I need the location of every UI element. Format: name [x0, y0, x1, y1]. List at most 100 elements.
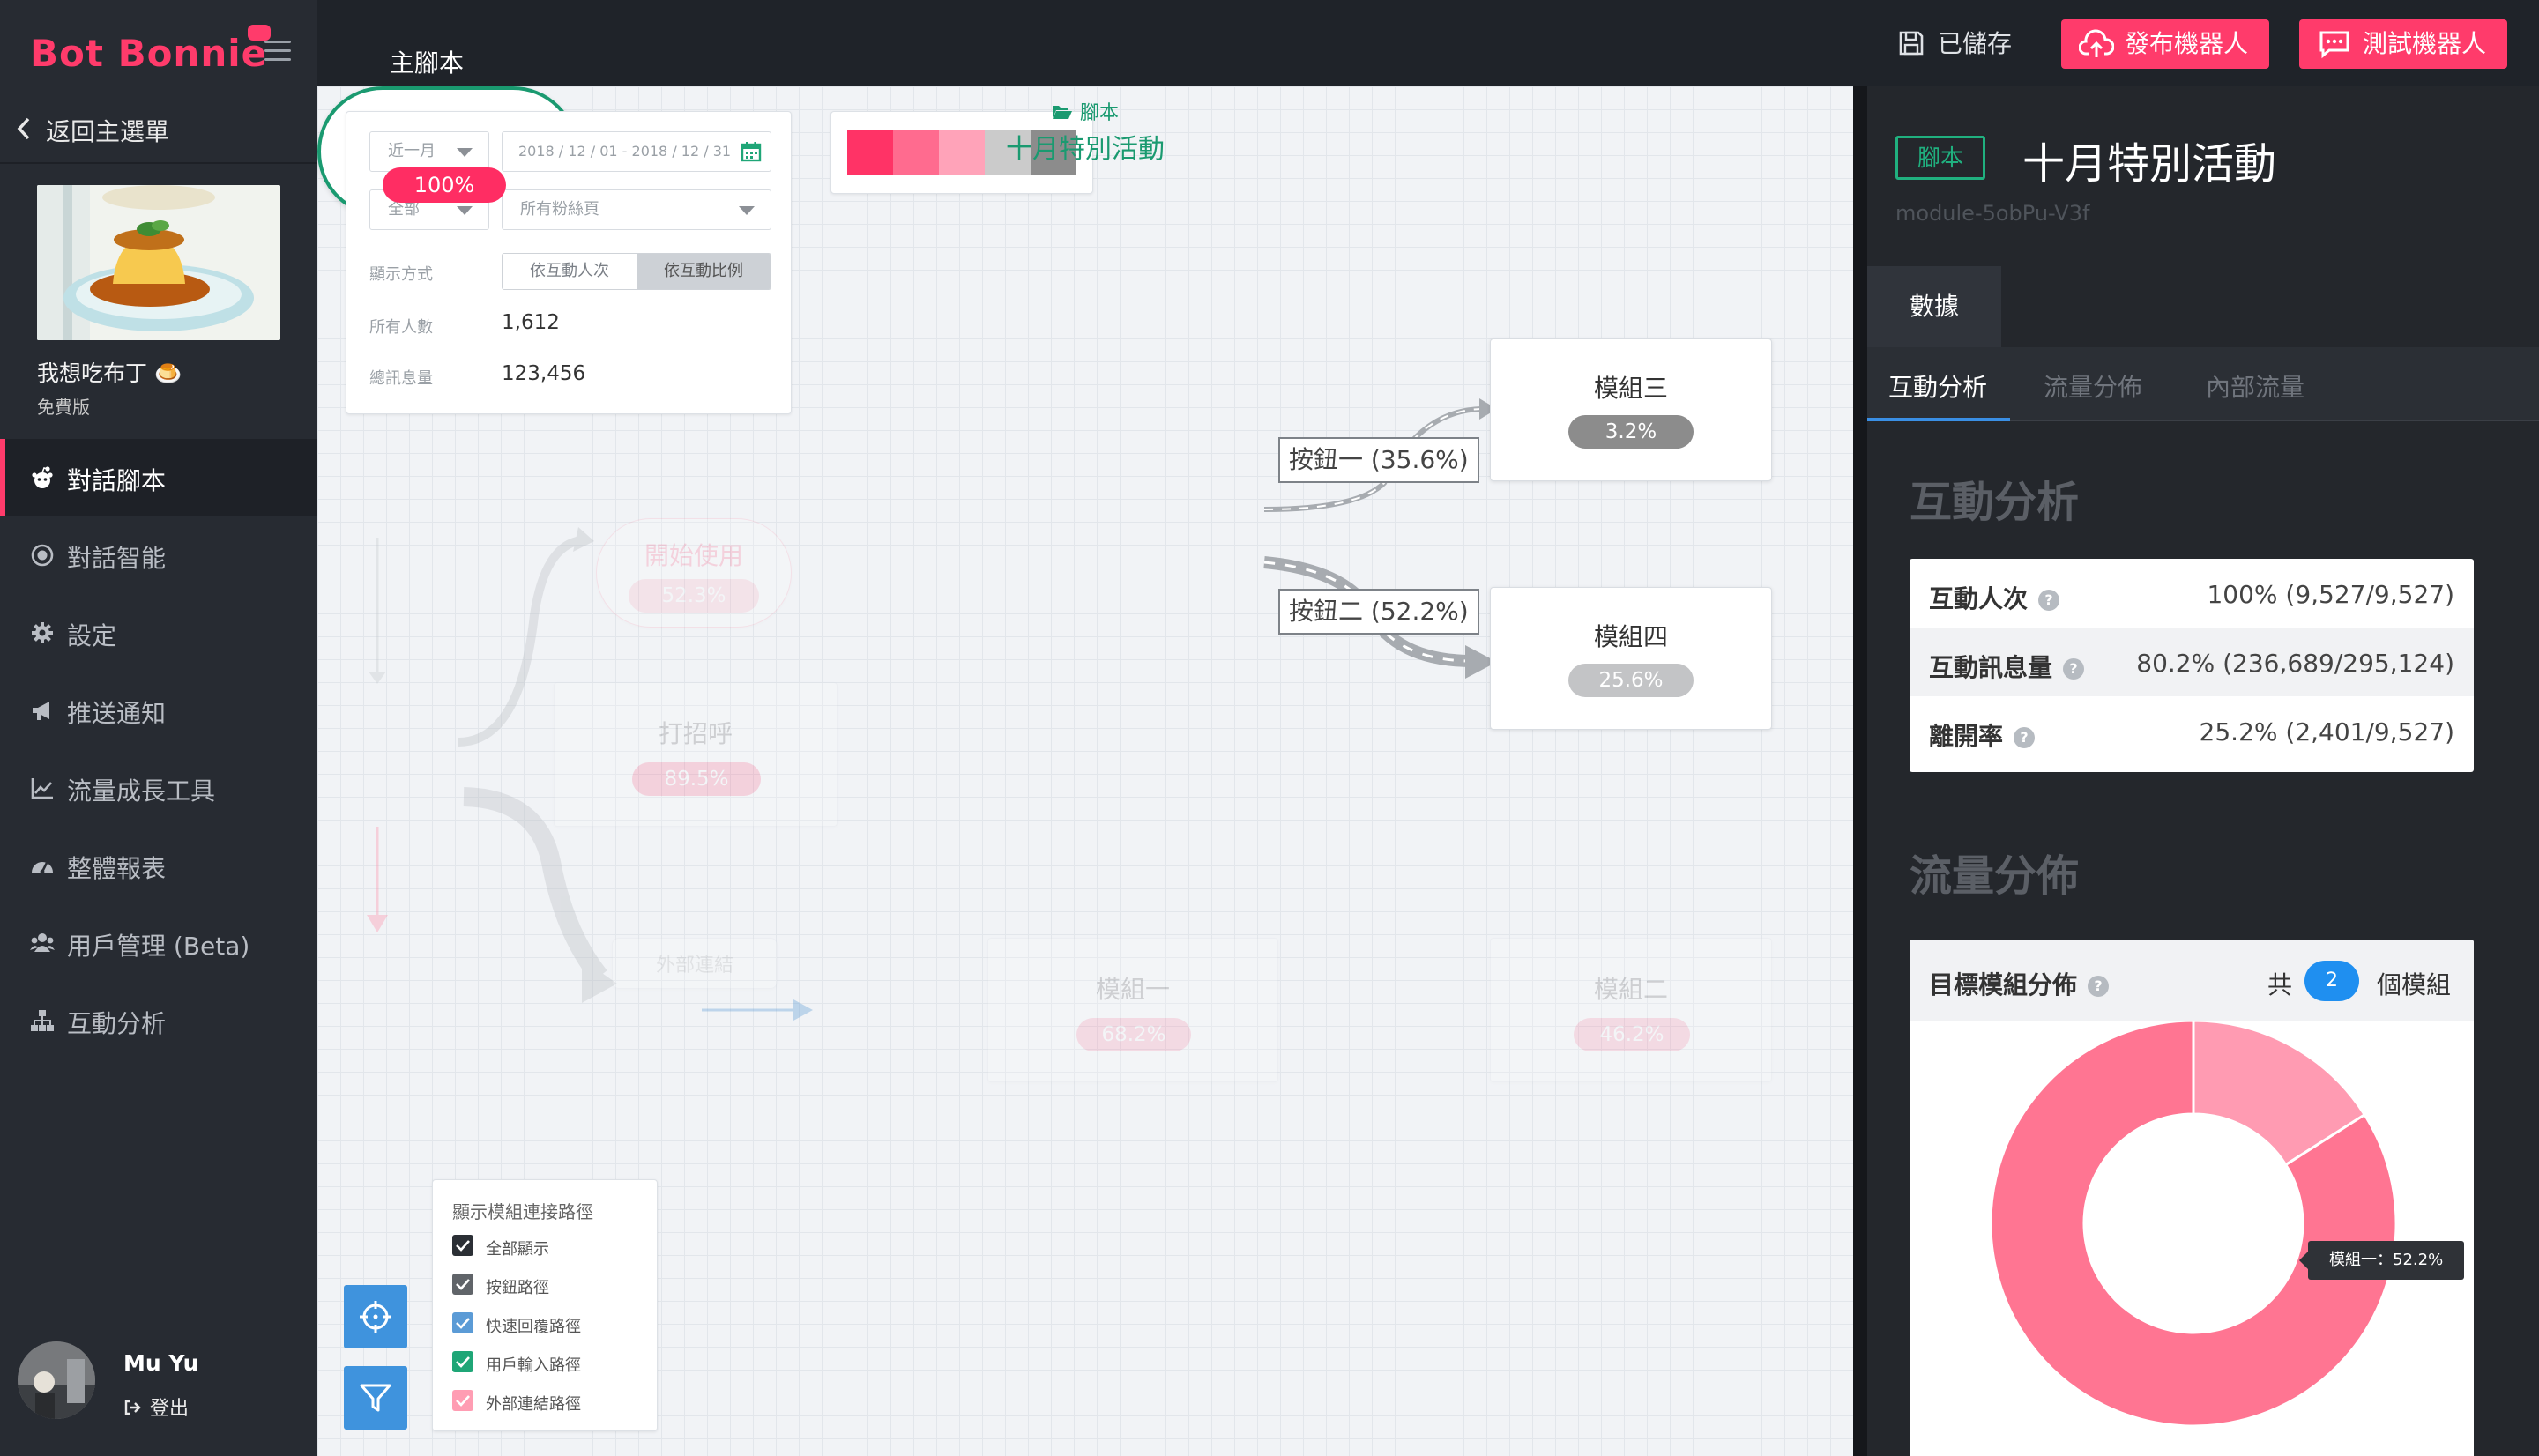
- gear-icon: [32, 622, 53, 643]
- save-status-label: 已儲存: [1938, 29, 2013, 58]
- back-to-main-menu[interactable]: 返回主選單: [0, 99, 317, 164]
- mode-by-count-button[interactable]: 依互動人次: [503, 254, 637, 289]
- tab-interaction-analysis[interactable]: 互動分析: [1888, 373, 1988, 402]
- node-percent-pill: 46.2%: [1574, 1018, 1690, 1051]
- recenter-button[interactable]: [344, 1285, 407, 1348]
- node-percent-pill: 100%: [383, 167, 506, 203]
- users-icon: [30, 933, 55, 952]
- checkbox-quick-reply-path[interactable]: [452, 1312, 473, 1333]
- mode-by-ratio-button[interactable]: 依互動比例: [637, 254, 771, 289]
- flow-node-module3[interactable]: 模組三 3.2%: [1490, 338, 1772, 481]
- fan-pages-select[interactable]: 所有粉絲頁: [502, 189, 771, 230]
- active-tab-indicator: [1867, 418, 2010, 421]
- checkbox-label: 按鈕路徑: [486, 1279, 549, 1297]
- metric-value: 80.2% (236,689/295,124): [2136, 649, 2454, 678]
- sitemap-icon: [31, 1010, 54, 1031]
- sidebar-item-dialog-script[interactable]: 對話腳本: [0, 439, 317, 516]
- tab-traffic-distribution[interactable]: 流量分佈: [2044, 373, 2143, 402]
- donut-slice[interactable]: [1989, 1021, 2398, 1428]
- flow-node-greet[interactable]: 打招呼 89.5%: [554, 682, 838, 827]
- flow-node-module1[interactable]: 模組一 68.2%: [987, 938, 1278, 1082]
- flow-node-external-link[interactable]: 外部連結: [612, 938, 778, 989]
- help-icon[interactable]: ?: [2088, 976, 2110, 997]
- interaction-heading: 互動分析: [1910, 478, 2080, 527]
- sidebar-item-label: 對話智能: [67, 544, 167, 573]
- metric-label: 離開率?: [1929, 717, 2036, 753]
- sidebar: Bot Bonnie 返回主選單 我想吃布丁 🍮 免費版 對話腳本 對話智能: [0, 0, 317, 1456]
- node-title: 模組一: [1095, 975, 1170, 1004]
- user-name: Mu Yu: [123, 1350, 199, 1376]
- logo-bubble-icon: [248, 25, 272, 41]
- date-range-input[interactable]: 2018 / 12 / 01 - 2018 / 12 / 31: [502, 131, 771, 172]
- filter-button[interactable]: [344, 1366, 407, 1430]
- donut-slice[interactable]: [2192, 1021, 2367, 1167]
- sidebar-item-overall-report[interactable]: 整體報表: [0, 827, 317, 904]
- floppy-disk-icon: [1899, 31, 1924, 56]
- tab-data[interactable]: 數據: [1867, 266, 2001, 347]
- sidebar-item-label: 流量成長工具: [67, 776, 216, 806]
- metric-row: 離開率? 25.2% (2,401/9,527): [1910, 696, 2474, 765]
- sidebar-item-settings[interactable]: 設定: [0, 594, 317, 672]
- flow-node-script[interactable]: 腳本 十月特別活動 100%: [317, 86, 1165, 217]
- top-bar: 主腳本 已儲存 發布機器人 測試機器人: [317, 0, 2539, 86]
- total-messages-label: 總訊息量: [369, 369, 433, 388]
- reddit-bot-icon: [32, 466, 53, 488]
- node-title: 模組二: [1593, 975, 1668, 1004]
- flow-node-module2[interactable]: 模組二 46.2%: [1490, 938, 1772, 1082]
- distribution-header: 目標模組分佈? 共 2 個模組: [1910, 940, 2474, 1021]
- sidebar-item-label: 互動分析: [67, 1009, 167, 1038]
- bot-bonnie-logo[interactable]: Bot Bonnie: [30, 25, 272, 75]
- checkbox-user-input-path[interactable]: [452, 1351, 473, 1372]
- help-icon[interactable]: ?: [2063, 658, 2085, 680]
- display-mode-toggle: 依互動人次 依互動比例: [502, 253, 771, 290]
- color-swatch: [1031, 130, 1076, 175]
- sign-out-icon: [124, 1400, 141, 1415]
- color-scale-legend: [830, 111, 1093, 194]
- color-swatch: [939, 130, 985, 175]
- distribution-total-suffix: 個模組: [2377, 970, 2452, 999]
- flow-node-start[interactable]: 開始使用 52.3%: [596, 518, 792, 628]
- help-icon[interactable]: ?: [2038, 590, 2060, 611]
- test-bot-button[interactable]: 測試機器人: [2299, 19, 2508, 69]
- test-label: 測試機器人: [2363, 29, 2487, 58]
- metric-label: 互動人次?: [1929, 580, 2060, 615]
- path-legend: 顯示模組連接路徑 全部顯示 按鈕路徑 快速回覆路徑 用戶輸入路徑 外部連結路徑: [432, 1179, 658, 1431]
- metric-row: 互動訊息量? 80.2% (236,689/295,124): [1910, 628, 2474, 696]
- logout-link[interactable]: 登出: [123, 1393, 189, 1421]
- sidebar-item-growth-tools[interactable]: 流量成長工具: [0, 749, 317, 827]
- sidebar-item-push-notification[interactable]: 推送通知: [0, 672, 317, 749]
- metrics-card: 互動人次? 100% (9,527/9,527) 互動訊息量? 80.2% (2…: [1910, 559, 2474, 772]
- node-title: 十月特別活動: [1006, 134, 1165, 165]
- hamburger-menu-icon[interactable]: [264, 41, 291, 62]
- color-swatch: [847, 130, 893, 175]
- publish-bot-button[interactable]: 發布機器人: [2061, 19, 2270, 69]
- user-avatar[interactable]: [18, 1341, 95, 1419]
- flow-node-module4[interactable]: 模組四 25.6%: [1490, 587, 1772, 730]
- crosshair-icon: [360, 1301, 391, 1333]
- caret-down-icon: [457, 148, 473, 157]
- metric-row: 互動人次? 100% (9,527/9,527): [1910, 559, 2474, 628]
- checkbox-show-all[interactable]: [452, 1235, 473, 1256]
- total-messages-value: 123,456: [502, 362, 586, 385]
- checkbox-button-path[interactable]: [452, 1274, 473, 1295]
- checkbox-external-link-path[interactable]: [452, 1390, 473, 1411]
- display-mode-label: 顯示方式: [369, 265, 433, 284]
- total-users-value: 1,612: [502, 311, 560, 334]
- cloud-upload-icon: [2079, 29, 2114, 57]
- node-percent-pill: 3.2%: [1568, 415, 1694, 449]
- dashboard-icon: [32, 862, 53, 874]
- node-percent-pill: 52.3%: [629, 579, 759, 613]
- sidebar-item-dialog-intelligence[interactable]: 對話智能: [0, 516, 317, 594]
- metric-value: 25.2% (2,401/9,527): [2199, 717, 2454, 747]
- tab-internal-traffic[interactable]: 內部流量: [2206, 373, 2305, 402]
- flow-canvas[interactable]: 近一月 2018 / 12 / 01 - 2018 / 12 / 31 全部 所…: [317, 86, 1853, 1456]
- tab-main-script[interactable]: 主腳本: [390, 48, 465, 78]
- node-title: 模組四: [1593, 622, 1668, 651]
- analysis-tabs: 互動分析 流量分佈 內部流量: [1867, 347, 2539, 421]
- sidebar-item-interaction-analysis[interactable]: 互動分析: [0, 982, 317, 1059]
- node-percent-pill: 89.5%: [632, 762, 761, 796]
- sidebar-item-user-management[interactable]: 用戶管理 (Beta): [0, 904, 317, 982]
- help-icon[interactable]: ?: [2014, 727, 2036, 748]
- node-percent-pill: 68.2%: [1076, 1018, 1191, 1051]
- distribution-count-badge: 2: [2304, 961, 2359, 1001]
